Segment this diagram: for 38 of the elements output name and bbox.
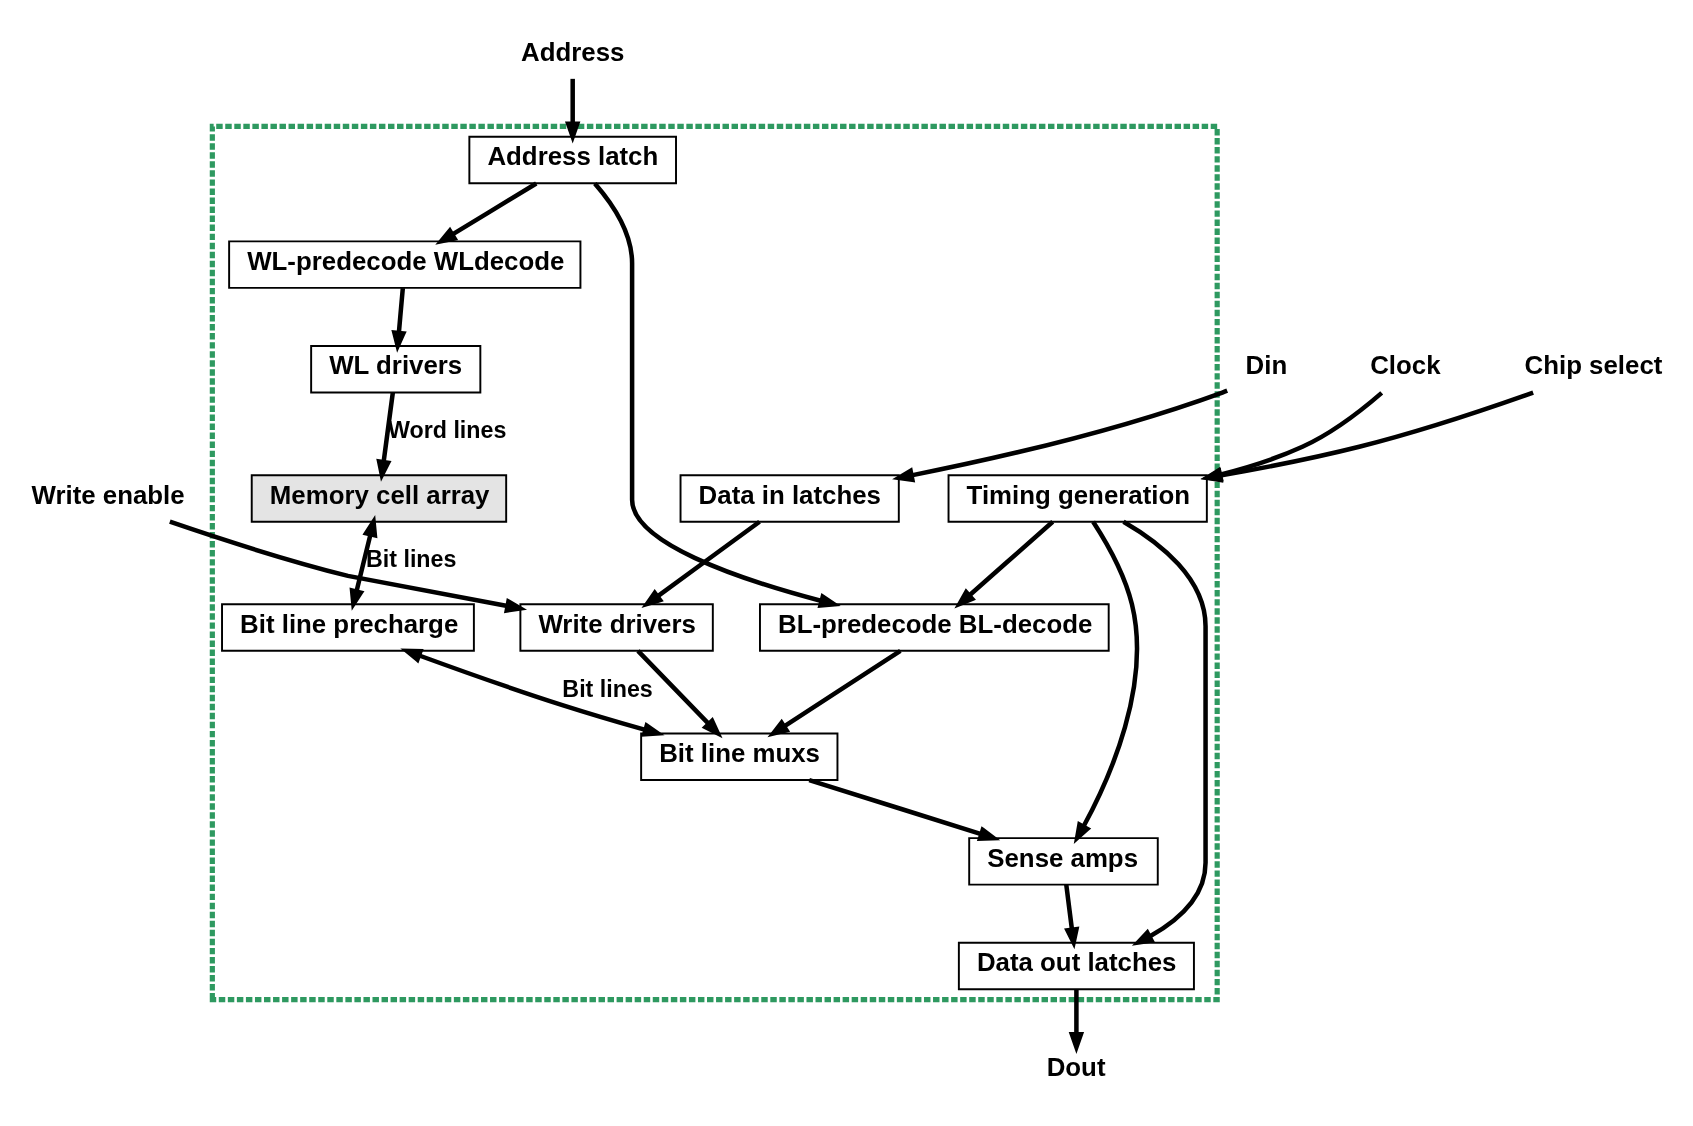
arrow [1068, 989, 1085, 1055]
arrow [1064, 884, 1080, 950]
node-box: Bit line muxs [640, 732, 839, 781]
arrow [808, 777, 1001, 841]
node-box: Memory cell array [250, 474, 508, 523]
arrow [169, 519, 527, 614]
node-text: Din [1245, 351, 1288, 380]
node-box: Data in latches [679, 474, 900, 523]
node-text: Dout [1046, 1052, 1106, 1081]
arrow [391, 287, 407, 353]
node-text: Write enable [31, 480, 185, 509]
node-box: BL-predecode BL-decode [759, 603, 1110, 652]
arrow [349, 515, 378, 611]
node-text: Chip select [1524, 351, 1663, 380]
arrow [400, 648, 665, 737]
node-text: Clock [1370, 351, 1441, 380]
arrow [767, 649, 902, 738]
node-box: Bit line precharge [221, 603, 475, 652]
node-box: WL-predecode WLdecode [228, 240, 582, 289]
arrow [641, 519, 761, 609]
arrow [376, 392, 396, 482]
arrow [593, 182, 841, 608]
node-box: Timing generation [947, 474, 1208, 523]
node-box: Data out latches [957, 941, 1195, 991]
node-box: Address latch [468, 135, 677, 185]
arrow [565, 78, 581, 144]
edge-label: Bit lines [562, 675, 653, 702]
node-box: Write drivers [519, 603, 714, 652]
arrow [636, 649, 723, 739]
arrow [1073, 520, 1140, 844]
arrow [954, 520, 1055, 609]
edge-label: Word lines [387, 417, 507, 444]
node-box: Sense amps [968, 837, 1159, 886]
node-box: WL drivers [310, 345, 482, 394]
edge-label: Bit lines [366, 546, 457, 573]
arrow [1122, 519, 1208, 946]
node-text: Address [521, 37, 625, 66]
arrow [435, 181, 538, 245]
